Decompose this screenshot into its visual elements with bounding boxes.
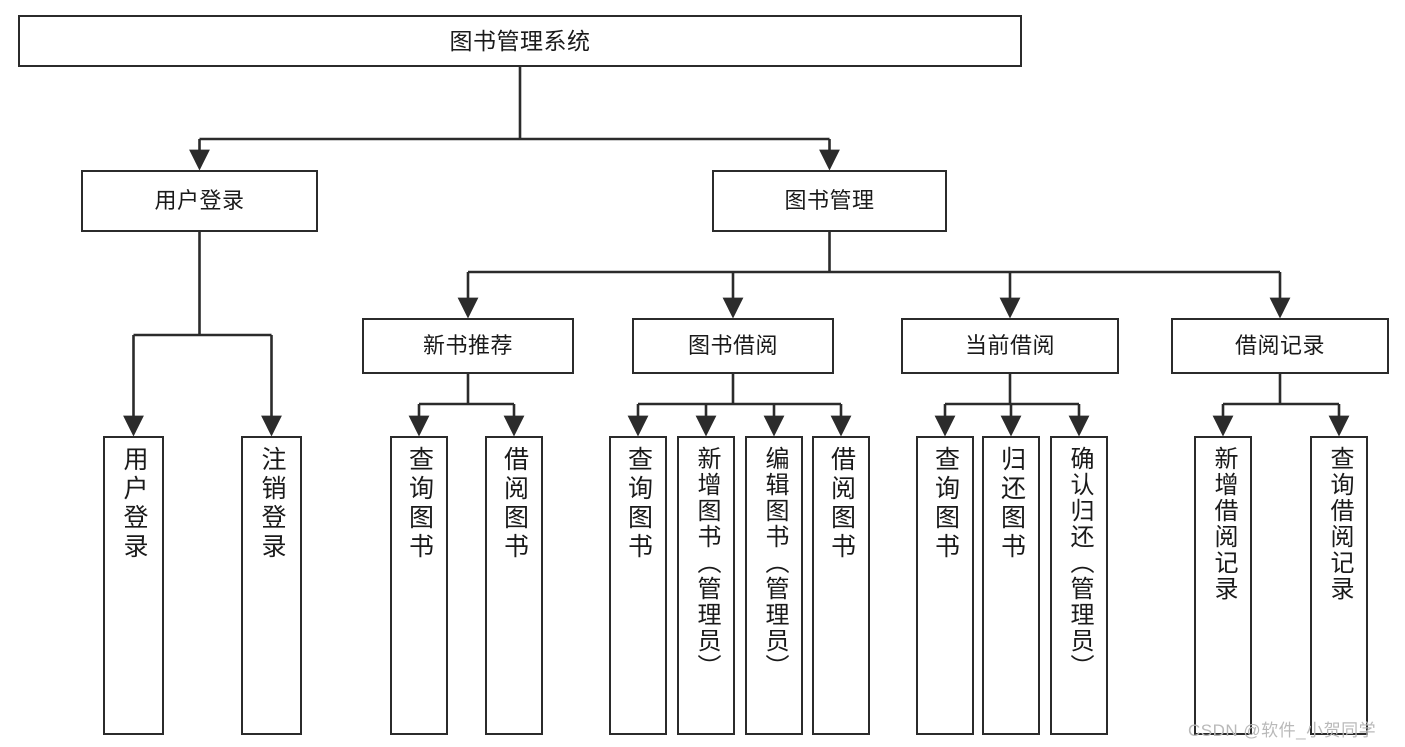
node-user-login[interactable]: 用户登录 [81, 170, 318, 232]
node-label: 归还图书 [997, 446, 1026, 562]
node-leaf-add-book[interactable]: 新增图书（管理员） [677, 436, 735, 735]
node-label: 新书推荐 [422, 333, 513, 359]
node-leaf-logout-login[interactable]: 注销登录 [241, 436, 302, 735]
node-leaf-user-login[interactable]: 用户登录 [103, 436, 164, 735]
node-label: 查询借阅记录 [1326, 446, 1353, 602]
node-book-manage[interactable]: 图书管理 [712, 170, 947, 232]
node-label: 图书借阅 [687, 333, 778, 359]
node-leaf-borrow-book-1[interactable]: 借阅图书 [485, 436, 543, 735]
node-leaf-query-book-2[interactable]: 查询图书 [609, 436, 667, 735]
node-leaf-borrow-book-2[interactable]: 借阅图书 [812, 436, 870, 735]
node-label: 新增图书（管理员） [693, 446, 720, 680]
node-leaf-confirm-return[interactable]: 确认归还（管理员） [1050, 436, 1108, 735]
node-leaf-query-borrow-record[interactable]: 查询借阅记录 [1310, 436, 1368, 735]
node-label: 用户登录 [120, 446, 148, 562]
node-label: 当前借阅 [964, 333, 1055, 359]
node-new-book-recommend[interactable]: 新书推荐 [362, 318, 574, 374]
node-label: 查询图书 [405, 446, 434, 562]
node-label: 查询图书 [624, 446, 653, 562]
node-root[interactable]: 图书管理系统 [18, 15, 1022, 67]
node-label: 图书管理系统 [449, 27, 591, 54]
node-label: 注销登录 [258, 446, 286, 562]
node-label: 查询图书 [931, 446, 960, 562]
node-label: 确认归还（管理员） [1066, 446, 1093, 680]
node-label: 新增借阅记录 [1210, 446, 1237, 602]
node-leaf-query-book-3[interactable]: 查询图书 [916, 436, 974, 735]
node-leaf-return-book[interactable]: 归还图书 [982, 436, 1040, 735]
node-label: 借阅图书 [827, 446, 856, 562]
node-label: 借阅记录 [1234, 333, 1325, 359]
node-leaf-query-book-1[interactable]: 查询图书 [390, 436, 448, 735]
node-leaf-edit-book[interactable]: 编辑图书（管理员） [745, 436, 803, 735]
watermark-text: CSDN @软件_小贺同学 [1188, 721, 1377, 740]
node-label: 用户登录 [154, 188, 245, 214]
node-book-borrow[interactable]: 图书借阅 [632, 318, 834, 374]
node-borrow-record[interactable]: 借阅记录 [1171, 318, 1389, 374]
node-leaf-add-borrow-record[interactable]: 新增借阅记录 [1194, 436, 1252, 735]
node-label: 借阅图书 [500, 446, 529, 562]
node-label: 编辑图书（管理员） [761, 446, 788, 680]
node-label: 图书管理 [784, 188, 875, 214]
node-current-borrow[interactable]: 当前借阅 [901, 318, 1119, 374]
